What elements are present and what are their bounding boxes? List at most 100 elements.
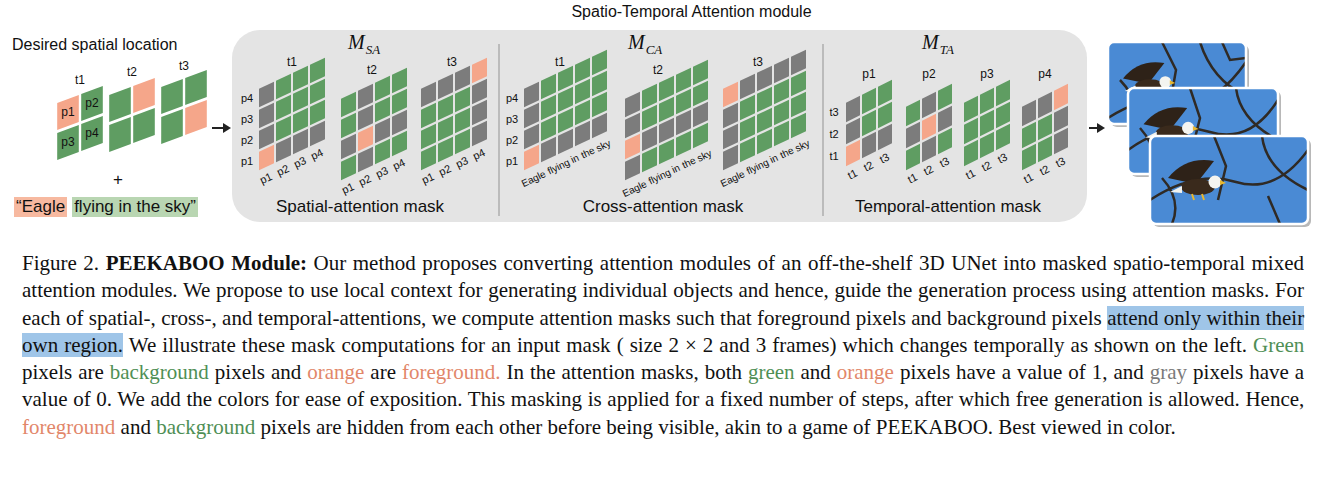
- sky: [1150, 136, 1308, 224]
- caption-word: frames): [772, 333, 836, 357]
- mask-cell: [592, 113, 607, 139]
- caption-space: [945, 251, 952, 275]
- caption-space: [364, 387, 370, 411]
- mask-cell: [723, 82, 738, 108]
- caption-word: colors: [218, 387, 269, 411]
- caption-space: [582, 387, 588, 411]
- caption-space: [338, 278, 344, 302]
- mask-cell: [693, 102, 708, 128]
- caption-space: [542, 415, 547, 439]
- caption-space: [404, 415, 409, 439]
- mask-cell: [133, 78, 155, 113]
- panel-divider: [822, 44, 823, 216]
- caption-word: only: [1164, 306, 1201, 330]
- caption-space: [123, 333, 129, 357]
- caption-word: foreground: [757, 306, 850, 330]
- caption-word: (: [617, 333, 624, 357]
- caption-space: [1240, 387, 1246, 411]
- caption-space: [714, 387, 720, 411]
- input-heading: Desired spatial location: [12, 35, 177, 54]
- mask-cell: [109, 117, 131, 152]
- mask-cell: [161, 79, 183, 114]
- caption-space: [913, 251, 920, 275]
- matrix-subscript: SA: [366, 42, 380, 58]
- caption-space: [801, 251, 808, 275]
- mask-cell: [310, 121, 325, 147]
- caption-word: on: [1155, 333, 1176, 357]
- mask-cell: [472, 100, 487, 126]
- mask-cell: [358, 147, 373, 173]
- caption-word: attention: [1132, 278, 1205, 302]
- mask-cell: [938, 128, 952, 154]
- caption-word: cross-,: [161, 306, 216, 330]
- caption-space: [912, 278, 918, 302]
- caption-space: [1149, 333, 1155, 357]
- caption-word: pixels: [900, 360, 950, 384]
- mask-cell: [938, 84, 952, 110]
- caption-word: left.: [1214, 333, 1247, 357]
- caption-space: [750, 333, 756, 357]
- caption-word: pixels: [1052, 306, 1102, 330]
- flow-arrow: [1089, 127, 1098, 129]
- caption-space: [181, 387, 187, 411]
- caption-word: as: [1071, 333, 1089, 357]
- prompt-background: flying in the sky”: [72, 197, 198, 217]
- caption-space: [60, 306, 65, 330]
- caption-space: [679, 333, 685, 357]
- caption-word: fixed: [720, 387, 763, 411]
- pixel-label: p1: [61, 105, 74, 119]
- mask-cell: [878, 80, 892, 106]
- caption-space: [283, 278, 289, 302]
- mask-cell: [558, 129, 573, 155]
- mask-cell: [774, 79, 789, 105]
- caption-word: generating: [488, 278, 577, 302]
- row-label: p3: [241, 113, 253, 126]
- caption-word: hidden: [347, 415, 404, 439]
- mask-cell: [862, 88, 876, 114]
- mask-cell: [964, 118, 978, 144]
- mask-cell: [980, 132, 994, 158]
- caption-word: ×: [685, 333, 697, 357]
- caption-space: [733, 278, 739, 302]
- mask-cell: [676, 89, 691, 115]
- mask-cell: [693, 81, 708, 107]
- mask-cell: [259, 82, 274, 108]
- mask-cell: [259, 103, 274, 129]
- caption-word: is: [588, 387, 602, 411]
- caption-space: [255, 415, 260, 439]
- mask-cell: [1022, 100, 1036, 126]
- caption-space: [1075, 278, 1081, 302]
- caption-word: their: [1266, 306, 1304, 330]
- caption-word: the: [186, 387, 212, 411]
- caption-word: UNet: [951, 251, 997, 275]
- row-label: p2: [241, 134, 253, 147]
- caption-word: foreground.: [402, 360, 501, 384]
- mask-cell: [375, 97, 390, 123]
- caption-word: PEEKABOO: [106, 251, 225, 275]
- caption-word: guide: [834, 278, 881, 302]
- caption-space: [385, 278, 391, 302]
- caption-space: [1036, 251, 1043, 275]
- pixel-label: p3: [61, 135, 74, 149]
- caption-space: [346, 251, 353, 275]
- mask-cell: [392, 89, 407, 115]
- mask-cell: [392, 131, 407, 157]
- mask-cell: [558, 66, 573, 92]
- mask-cell: [659, 76, 674, 102]
- caption-word: each: [455, 415, 493, 439]
- mask-cell: [375, 76, 390, 102]
- caption-word: 2: [668, 333, 679, 357]
- caption-word: of: [66, 306, 84, 330]
- caption-word: masks: [618, 306, 671, 330]
- mask-cell: [774, 100, 789, 126]
- caption-space: [505, 387, 511, 411]
- mask-cell: [133, 108, 155, 143]
- caption-space: [871, 415, 876, 439]
- caption-space: [178, 278, 183, 302]
- caption-space: [1176, 333, 1182, 357]
- mask-cell: [693, 60, 708, 86]
- mask-cell: [846, 96, 860, 122]
- caption-space: [463, 387, 468, 411]
- caption-space: [1247, 333, 1253, 357]
- panel-label: Spatial-attention mask: [276, 197, 444, 217]
